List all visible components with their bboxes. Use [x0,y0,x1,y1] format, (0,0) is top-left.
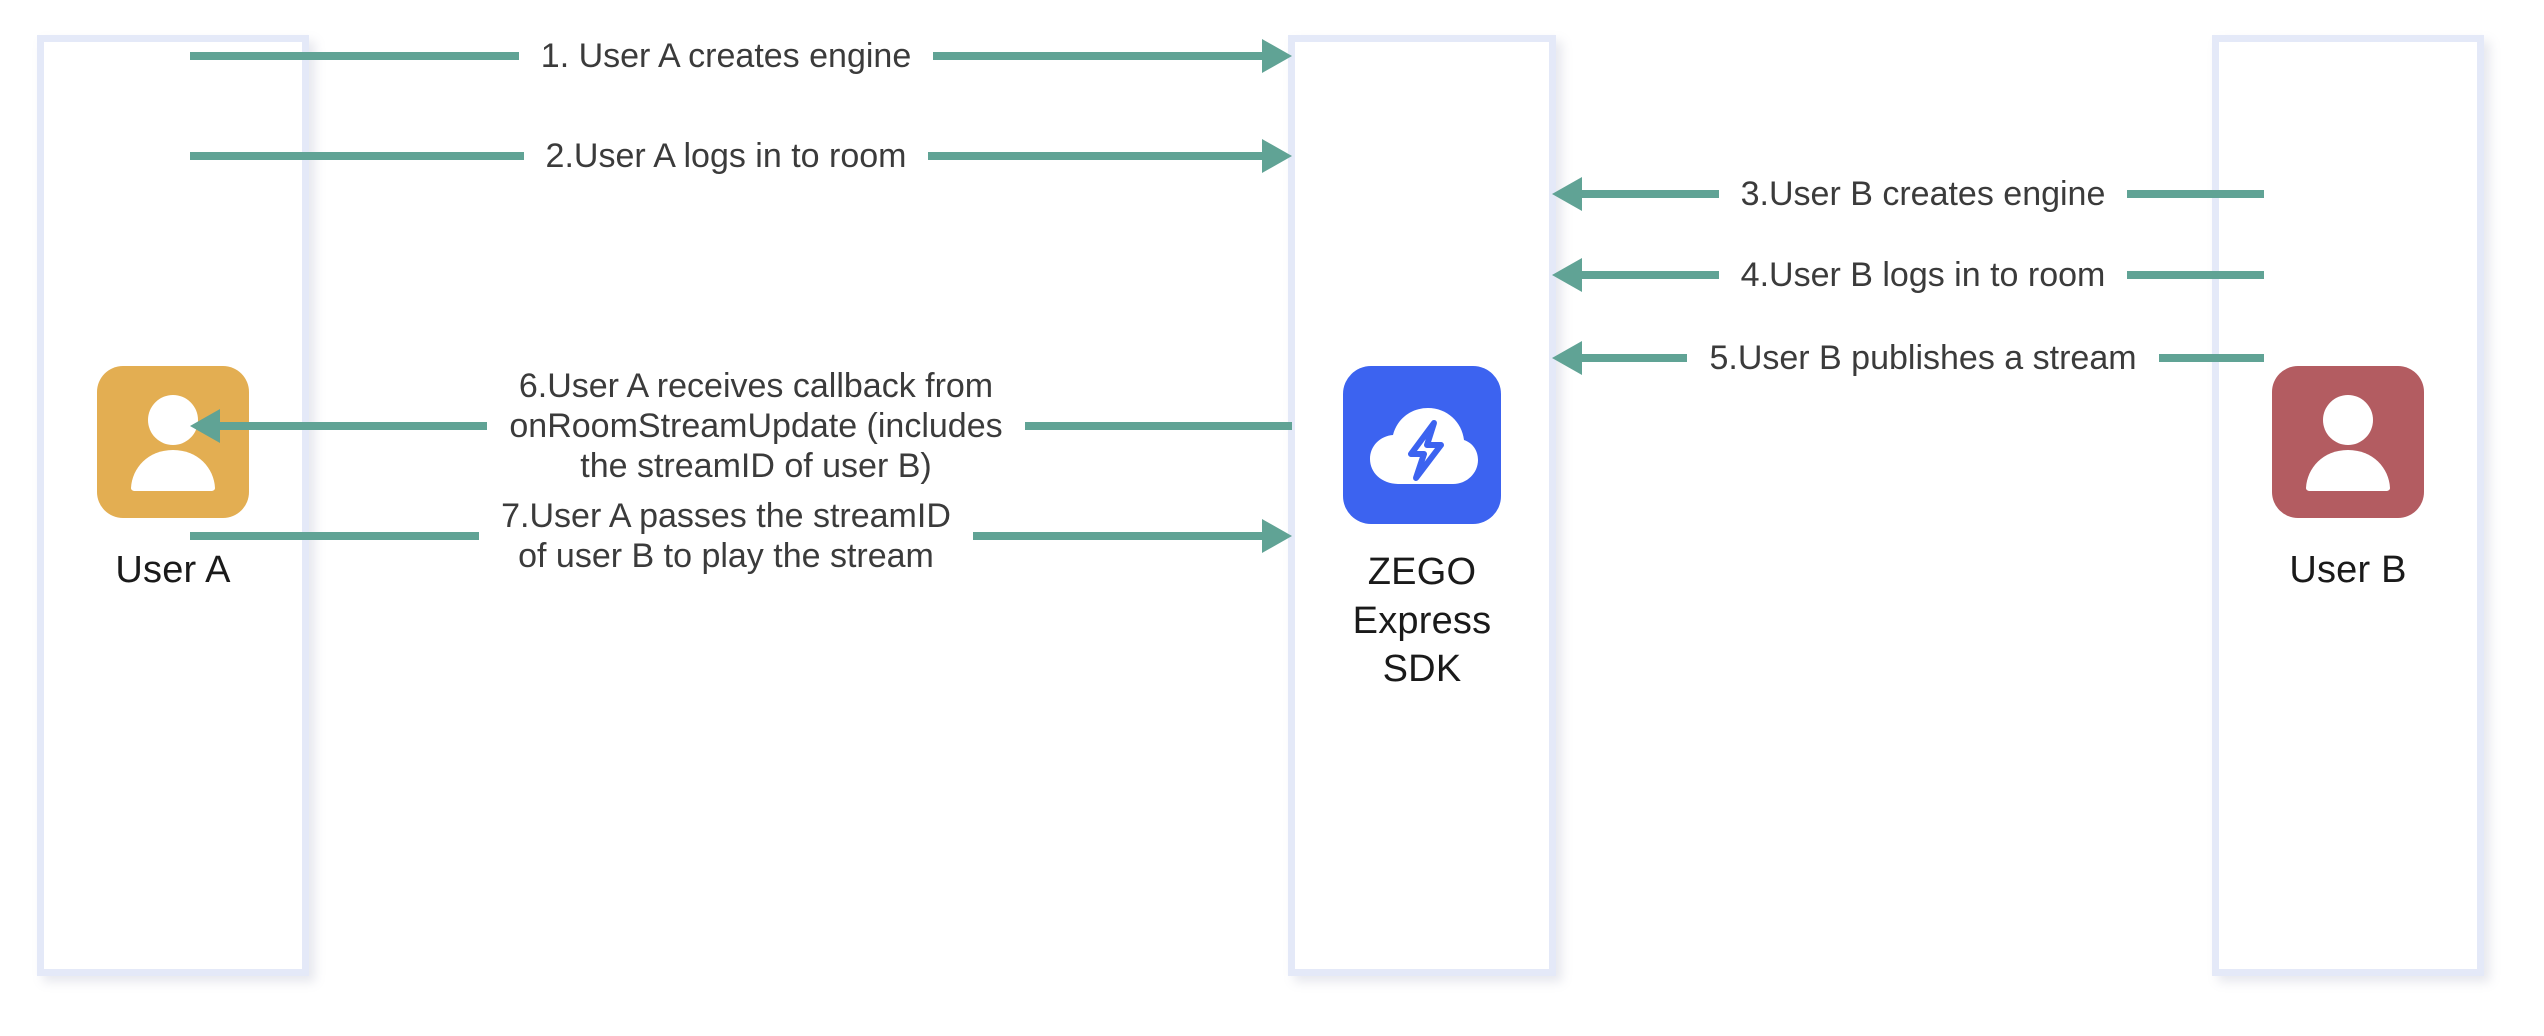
arrowhead-right-icon [1262,139,1293,174]
arrowhead-left-icon [1552,258,1582,293]
person-avatar-icon [2272,366,2424,518]
message-line-segment [2127,271,2265,280]
message-line-segment [190,52,519,61]
message-line-segment [2158,354,2265,363]
message-2: 2.User A logs in to room [190,136,1293,176]
message-4: 4.User B logs in to room [1552,255,2265,295]
message-line-segment [1024,422,1292,431]
arrowhead-left-icon [1552,341,1582,376]
message-3: 3.User B creates engine [1552,174,2265,214]
actor-label-user-b: User B [2289,549,2407,591]
actor-zego: ZEGO Express SDK [1288,366,1556,694]
message-label-1: 1. User A creates engine [540,37,912,75]
message-line-segment [190,532,480,541]
message-label-5: 5.User B publishes a stream [1709,339,2137,377]
zego-cloud-bolt-logo [1343,366,1501,524]
actor-label-zego: ZEGO Express SDK [1352,551,1492,691]
arrowhead-left-icon [1552,177,1582,212]
message-6: 6.User A receives callback from onRoomSt… [190,366,1292,486]
message-label-2: 2.User A logs in to room [545,137,907,175]
message-label-4: 4.User B logs in to room [1740,256,2106,294]
message-line-segment [2127,190,2265,199]
message-line-segment [190,152,524,161]
message-line-segment [972,532,1263,541]
person-avatar-icon [97,366,249,518]
arrowhead-right-icon [1262,519,1293,554]
message-line-segment [1582,354,1688,363]
message-label-3: 3.User B creates engine [1740,175,2106,213]
message-line-segment [1582,271,1719,280]
message-1: 1. User A creates engine [190,36,1293,76]
arrowhead-left-icon [190,409,220,444]
actor-user-b: User B [2212,366,2484,595]
message-label-7: 7.User A passes the streamID of user B t… [501,497,951,576]
message-line-segment [928,152,1263,161]
message-line-segment [220,422,488,431]
arrowhead-right-icon [1262,39,1293,74]
message-7: 7.User A passes the streamID of user B t… [190,496,1293,576]
message-line-segment [933,52,1263,61]
message-line-segment [1582,190,1719,199]
message-5: 5.User B publishes a stream [1552,338,2265,378]
actor-user-a: User A [37,366,309,595]
actor-label-user-a: User A [115,549,231,591]
message-label-6: 6.User A receives callback from onRoomSt… [509,367,1003,486]
